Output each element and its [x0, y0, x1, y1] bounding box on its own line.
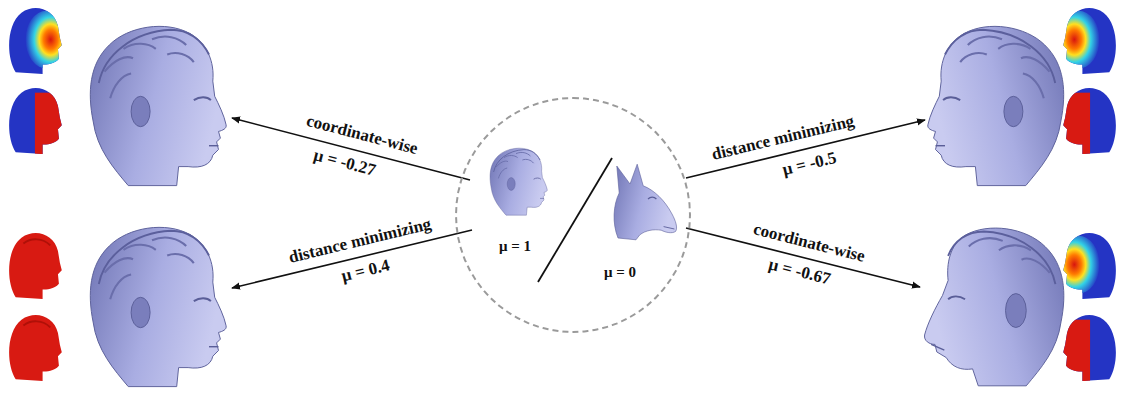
- result-head: [924, 228, 1063, 386]
- mu-value: μ = 0: [604, 264, 636, 281]
- source-head: [490, 148, 547, 215]
- error-map-icon: [1057, 8, 1115, 74]
- mu-value: μ = 1: [499, 238, 531, 255]
- region-map-icon: [9, 315, 62, 381]
- region-map-icon: [1061, 315, 1116, 383]
- error-map-icon: [1057, 233, 1115, 299]
- error-map-icon: [9, 233, 62, 299]
- target-head: [614, 164, 677, 240]
- error-map-icon: [9, 8, 67, 74]
- result-head: [928, 26, 1064, 185]
- mu-label: μ = -0.27: [312, 145, 378, 180]
- result-head: [90, 26, 226, 185]
- region-map-icon: [1061, 88, 1116, 156]
- method-label: distance minimizing: [287, 214, 433, 267]
- region-map-icon: [9, 88, 64, 156]
- result-head: [90, 227, 226, 386]
- mu-label: μ = -0.67: [766, 255, 832, 289]
- dashed-circle: μ = 1 μ = 0: [455, 97, 691, 333]
- mu-label: μ = -0.5: [780, 147, 838, 179]
- divider-line: [538, 158, 612, 282]
